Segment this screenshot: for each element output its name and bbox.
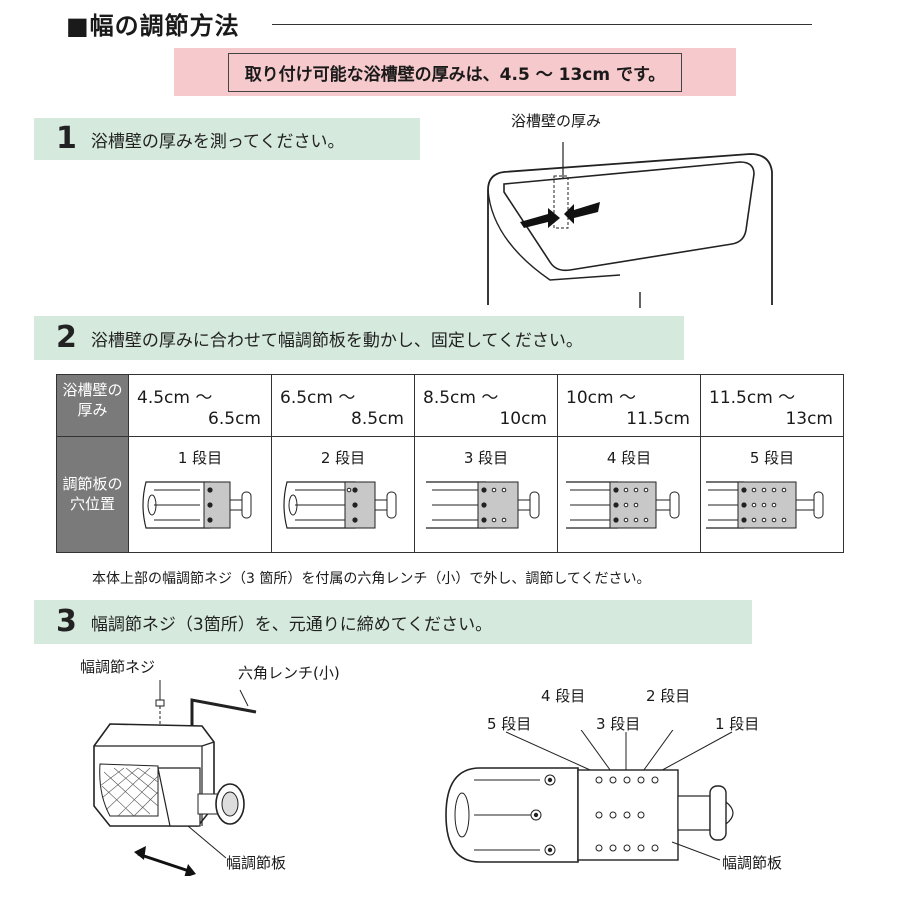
stage-label: 2 段目 — [320, 449, 366, 467]
range-cell-1: 4.5cm ～6.5cm — [128, 374, 272, 437]
bathtub-illustration — [487, 142, 773, 308]
range-from: 11.5cm ～ — [709, 388, 796, 408]
step1-number: 1 — [56, 121, 77, 156]
range-from: 6.5cm ～ — [280, 388, 356, 408]
step3-text: 幅調節ネジ（3箇所）を、元通りに締めてください。 — [90, 614, 493, 635]
plate-label-right: 幅調節板 — [722, 854, 783, 872]
range-cell-2: 6.5cm ～8.5cm — [271, 374, 415, 437]
page-title: ■幅の調節方法 — [66, 12, 240, 40]
range-to: 10cm — [499, 409, 547, 429]
hole-position-header: 調節板の穴位置 — [56, 436, 129, 553]
step2-footnote: 本体上部の幅調節ネジ（3 箇所）を付属の六角レンチ（小）で外し、調節してください… — [92, 571, 651, 587]
range-to: 8.5cm — [351, 409, 404, 429]
plate-label-left: 幅調節板 — [226, 854, 287, 872]
wrench-label: 六角レンチ(小) — [238, 664, 340, 682]
thickness-note-text: 取り付け可能な浴槽壁の厚みは、4.5 ～ 13cm です。 — [227, 52, 683, 92]
screw-label: 幅調節ネジ — [80, 658, 156, 676]
stage-cell-3: 3 段目 — [414, 436, 558, 553]
range-from: 4.5cm ～ — [137, 388, 213, 408]
stage-cell-5: 5 段目 — [700, 436, 844, 553]
plate-stage-5 — [706, 481, 824, 529]
stage-label: 1 段目 — [177, 449, 223, 467]
thickness-row: 浴槽壁の厚み 4.5cm ～6.5cm 6.5cm ～8.5cm 8.5cm ～… — [56, 374, 844, 437]
range-cell-3: 8.5cm ～10cm — [414, 374, 558, 437]
stage5-label: 5 段目 — [487, 715, 532, 733]
plate-detail-illustration — [445, 730, 734, 863]
stage-cell-4: 4 段目 — [557, 436, 701, 553]
stage-label: 3 段目 — [463, 449, 509, 467]
plate-stage-1 — [142, 481, 252, 529]
step2-text: 浴槽壁の厚みに合わせて幅調節板を動かし、固定してください。 — [90, 330, 583, 351]
stage-label: 5 段目 — [749, 449, 795, 467]
hole-position-row: 調節板の穴位置 1 段目 2 段目 — [56, 436, 844, 553]
range-to: 11.5cm — [626, 409, 690, 429]
thickness-header: 浴槽壁の厚み — [56, 374, 129, 437]
range-cell-5: 11.5cm ～13cm — [700, 374, 844, 437]
range-from: 8.5cm ～ — [423, 388, 499, 408]
plate-stage-4 — [566, 481, 680, 529]
device-illustration — [93, 680, 257, 876]
stage-cell-2: 2 段目 — [271, 436, 415, 553]
range-to: 6.5cm — [208, 409, 261, 429]
wall-thickness-label: 浴槽壁の厚み — [511, 112, 602, 130]
step1-text: 浴槽壁の厚みを測ってください。 — [90, 131, 345, 152]
stage3-label: 3 段目 — [596, 715, 641, 733]
title-rule — [272, 24, 812, 25]
stage-cell-1: 1 段目 — [128, 436, 272, 553]
stage1-label: 1 段目 — [715, 715, 760, 733]
step2-number: 2 — [56, 320, 77, 355]
plate-stage-2 — [283, 481, 397, 529]
thickness-note: 取り付け可能な浴槽壁の厚みは、4.5 ～ 13cm です。 — [174, 48, 736, 96]
stage4-label: 4 段目 — [541, 687, 586, 705]
range-to: 13cm — [785, 409, 833, 429]
step3-bar: 3 幅調節ネジ（3箇所）を、元通りに締めてください。 — [34, 600, 752, 644]
range-from: 10cm ～ — [566, 388, 636, 408]
stage-label: 4 段目 — [606, 449, 652, 467]
range-cell-4: 10cm ～11.5cm — [557, 374, 701, 437]
step1-bar: 1 浴槽壁の厚みを測ってください。 — [34, 118, 420, 160]
plate-stage-3 — [426, 481, 540, 529]
adjustment-table: 浴槽壁の厚み 4.5cm ～6.5cm 6.5cm ～8.5cm 8.5cm ～… — [56, 374, 844, 553]
step2-bar: 2 浴槽壁の厚みに合わせて幅調節板を動かし、固定してください。 — [34, 316, 684, 360]
stage2-label: 2 段目 — [646, 687, 691, 705]
step3-number: 3 — [56, 604, 77, 639]
